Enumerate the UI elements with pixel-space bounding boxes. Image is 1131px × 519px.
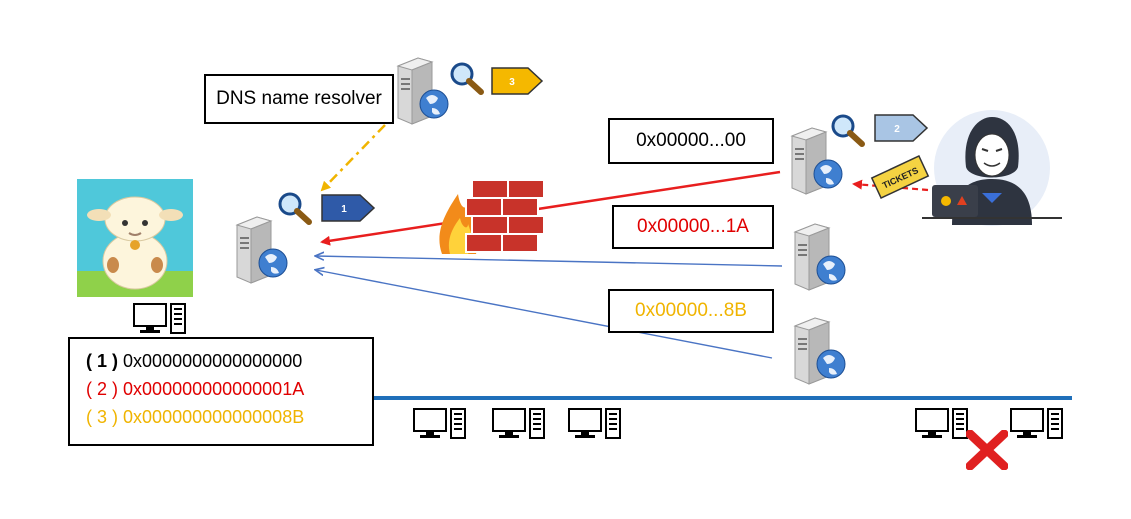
- spoofed-response-arrow: [320, 170, 781, 246]
- dns-arrow: [320, 124, 386, 192]
- transaction-id-row: ( 2 ) 0x000000000000001A: [86, 375, 372, 403]
- transaction-index: ( 2 ): [86, 379, 119, 399]
- tag-3-label: 3: [509, 77, 515, 88]
- magnifier-icon: [450, 62, 484, 95]
- computer-icon: [915, 408, 968, 439]
- computer-icon: [133, 303, 186, 334]
- computer-icon: [1010, 408, 1063, 439]
- responder-server-icon: [793, 317, 846, 385]
- tag-2-label: 2: [894, 124, 900, 135]
- computer-icon: [492, 408, 545, 439]
- responder-server-icon: [793, 223, 846, 291]
- transaction-index: ( 3 ): [86, 407, 119, 427]
- hacker-arrow: [852, 179, 929, 192]
- tag-1-label: 1: [341, 204, 347, 215]
- response-1a-arrow: [316, 256, 783, 267]
- attacker-server-icon: [790, 127, 843, 195]
- tag-3-icon: 3: [491, 67, 544, 95]
- dns-resolver-label: DNS name resolver: [204, 74, 394, 124]
- tag-2-icon: 2: [874, 114, 929, 142]
- resolver-server-icon: [396, 57, 449, 125]
- transaction-id-list: ( 1 ) 0x0000000000000000 ( 2 ) 0x0000000…: [68, 337, 374, 446]
- ticket-icon: TICKETS: [870, 155, 930, 199]
- response-1a-box: 0x00000...1A: [612, 205, 774, 249]
- local-server-icon: [235, 216, 288, 284]
- firewall-icon: [439, 179, 545, 254]
- transaction-id-row: ( 3 ) 0x000000000000008B: [86, 403, 372, 431]
- computer-icon: [413, 408, 466, 439]
- transaction-id-row: ( 1 ) 0x0000000000000000: [86, 347, 372, 375]
- computer-icon: [568, 408, 621, 439]
- response-8b-arrow: [316, 270, 773, 359]
- blocked-x-icon: [966, 430, 1008, 470]
- sheep-avatar-icon: [77, 179, 193, 297]
- response-8b-box: 0x00000...8B: [608, 289, 774, 333]
- magnifier-icon: [831, 114, 865, 147]
- hacker-icon: [922, 110, 1062, 226]
- magnifier-icon: [278, 192, 312, 225]
- transaction-value: 0x0000000000000000: [123, 351, 303, 371]
- transaction-value: 0x000000000000008B: [123, 407, 305, 427]
- transaction-value: 0x000000000000001A: [123, 379, 305, 399]
- tag-1-icon: 1: [321, 194, 376, 222]
- transaction-index: ( 1 ): [86, 351, 119, 371]
- spoofed-message-box: 0x00000...00: [608, 118, 774, 164]
